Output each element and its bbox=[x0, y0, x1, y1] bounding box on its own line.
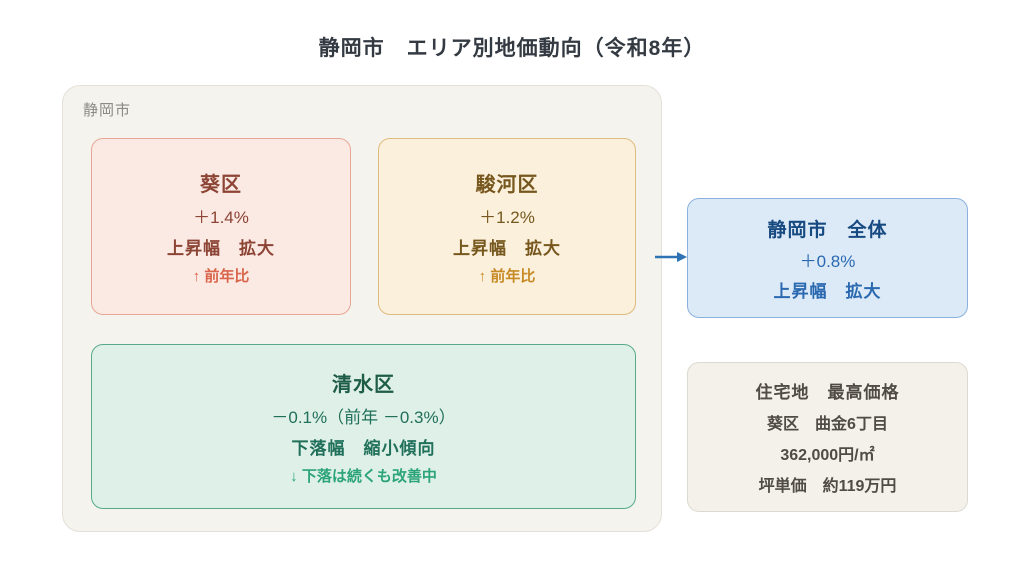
area-trend: 下落幅 縮小傾向 bbox=[291, 438, 436, 458]
area-note-yoy: ↑ 前年比 bbox=[478, 267, 536, 285]
top-price-per-sqm: 362,000円/㎡ bbox=[780, 447, 875, 464]
area-name: 葵区 bbox=[200, 173, 242, 196]
flow-arrow-icon bbox=[655, 252, 687, 262]
area-card-shimizu: 清水区 －0.1%（前年 －0.3%） 下落幅 縮小傾向 ↓ 下落は続くも改善中 bbox=[91, 344, 636, 509]
page-title: 静岡市 エリア別地価動向（令和8年） bbox=[318, 37, 706, 60]
city-total-trend: 上昇幅 拡大 bbox=[773, 281, 882, 301]
top-price-location: 葵区 曲金6丁目 bbox=[767, 416, 888, 433]
city-total-rate: ＋0.8% bbox=[799, 251, 856, 271]
area-trend: 上昇幅 拡大 bbox=[453, 238, 561, 258]
area-trend: 上昇幅 拡大 bbox=[167, 238, 275, 258]
area-card-aoi: 葵区 ＋1.4% 上昇幅 拡大 ↑ 前年比 bbox=[91, 138, 351, 315]
top-price-per-tsubo: 坪単価 約119万円 bbox=[758, 478, 897, 495]
area-note-improving: ↓ 下落は続くも改善中 bbox=[290, 467, 437, 485]
area-rate: ＋1.4% bbox=[193, 207, 249, 227]
top-price-card: 住宅地 最高価格 葵区 曲金6丁目 362,000円/㎡ 坪単価 約119万円 bbox=[687, 362, 968, 512]
area-name: 駿河区 bbox=[475, 173, 539, 196]
area-rate: －0.1%（前年 －0.3%） bbox=[271, 407, 456, 427]
city-group-label: 静岡市 bbox=[83, 102, 132, 119]
area-rate: ＋1.2% bbox=[479, 207, 535, 227]
area-note-yoy: ↑ 前年比 bbox=[192, 267, 250, 285]
area-name: 清水区 bbox=[332, 373, 395, 396]
city-group-panel: 静岡市 葵区 ＋1.4% 上昇幅 拡大 ↑ 前年比 駿河区 ＋1.2% 上昇幅 … bbox=[62, 85, 662, 532]
top-price-title: 住宅地 最高価格 bbox=[755, 383, 900, 402]
city-total-card: 静岡市 全体 ＋0.8% 上昇幅 拡大 bbox=[687, 198, 968, 318]
area-card-suruga: 駿河区 ＋1.2% 上昇幅 拡大 ↑ 前年比 bbox=[378, 138, 636, 315]
city-total-name: 静岡市 全体 bbox=[767, 219, 888, 241]
